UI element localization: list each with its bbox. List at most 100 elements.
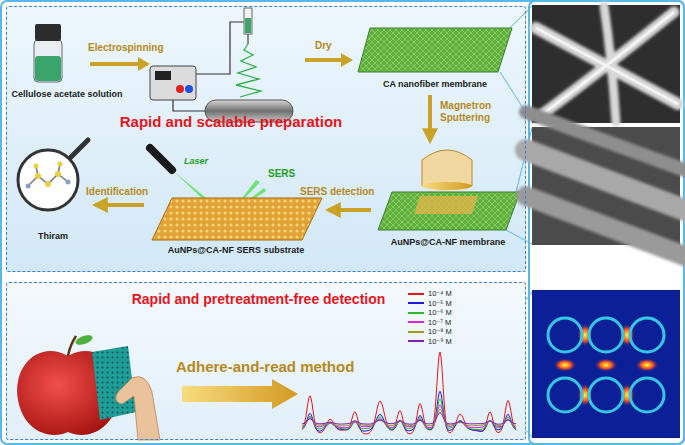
panel-heading: Rapid and pretreatment-free detection [109, 291, 408, 307]
apple-with-hand-part [68, 336, 76, 356]
sputtering-target-part [378, 192, 520, 230]
process-arrow [328, 208, 371, 212]
solution-bottle: Cellulose acetate solution [3, 21, 131, 107]
legend-text: 10⁻⁶ M [428, 309, 452, 317]
ca-membrane-part [358, 28, 512, 72]
item-caption: CA nanofiber membrane [353, 79, 517, 89]
electrospinning-setup-part [247, 34, 248, 44]
field-simulation-part [532, 290, 680, 438]
legend-swatch [408, 312, 424, 314]
method-label: Adhere-and-read method [176, 358, 354, 375]
legend: 10⁻⁴ M10⁻⁵ M10⁻⁶ M 10⁻⁷ M10⁻⁸ M 10⁻⁹ M [408, 289, 452, 346]
bottle-part [35, 56, 61, 81]
legend-row: 10⁻⁵ M [408, 299, 452, 309]
sers-substrate-part [152, 198, 322, 240]
magnifier-part [66, 180, 71, 185]
apple-with-hand [17, 333, 160, 440]
electrospinning-setup-part [155, 71, 171, 80]
legend-row: 10⁻⁷ M [408, 318, 452, 328]
magnifier-part [35, 173, 41, 179]
beam-label: Laser [184, 156, 208, 166]
legend-text: 10⁻⁵ M [428, 300, 452, 308]
magnifier-part [58, 162, 63, 167]
apple-with-hand-part [74, 333, 94, 347]
sers-substrate [152, 198, 322, 240]
sem-image-part [540, 12, 674, 116]
membrane-item: AuNPs@CA-NF membrane [371, 141, 525, 251]
process-arrow-part [305, 58, 341, 62]
section-panel: Rapid and scalable preparation Cellulose … [6, 6, 526, 272]
field-simulation-part [548, 318, 582, 352]
item-caption: Thiram [11, 231, 95, 241]
electrospinning-setup-part [236, 44, 261, 97]
magnifier-part [18, 150, 78, 210]
magnifier-part [34, 164, 39, 169]
legend-swatch [408, 340, 424, 342]
field-simulation-part [589, 318, 623, 352]
sem-image-part [532, 5, 680, 123]
legend-row: 10⁻⁸ M [408, 327, 452, 337]
magnifier-part [26, 184, 31, 189]
legend-swatch [408, 293, 424, 295]
item-caption: Cellulose acetate solution [3, 89, 131, 99]
legend-swatch [408, 331, 424, 333]
magnifier-part [55, 171, 61, 177]
field-simulation-part [635, 358, 659, 372]
electrospinning-setup-part [244, 8, 252, 34]
process-arrow [428, 95, 432, 141]
electrospinning-setup-part [176, 85, 184, 93]
magnifier [18, 140, 88, 210]
field-simulation-part [594, 358, 618, 372]
legend-text: 10⁻⁷ M [428, 319, 451, 327]
sem-image-part [526, 112, 685, 172]
legend-text: 10⁻⁸ M [428, 328, 452, 336]
item-caption: AuNPs@CA-NF membrane [371, 237, 525, 247]
legend-row: 10⁻⁴ M [408, 289, 452, 299]
process-arrow-part [90, 62, 138, 66]
bottle-part [34, 40, 62, 82]
legend-row: 10⁻⁶ M [408, 308, 452, 318]
panel-heading: Rapid and scalable preparation [99, 113, 363, 130]
panel-grounds [6, 6, 526, 440]
electrospinning-setup-part [173, 100, 205, 111]
magnifier-part [28, 164, 68, 186]
magnifier-part [69, 140, 88, 159]
process-arrow [95, 203, 144, 207]
edge-label: SERS detection [300, 186, 374, 198]
sem-image [526, 112, 685, 258]
sem-image-part [532, 127, 680, 245]
ca-membrane [358, 28, 512, 72]
big-arrow [182, 379, 298, 409]
field-simulation-part [548, 318, 664, 412]
sem-image [532, 5, 680, 123]
spectrum-line [302, 405, 516, 428]
process-arrow-part [138, 57, 150, 71]
spectrum-line [302, 413, 516, 425]
field-simulation-part [630, 378, 664, 412]
field-simulation-part [548, 378, 582, 412]
edge-label: Magnetron Sputtering [440, 100, 506, 123]
edge-label: Identification [86, 186, 148, 198]
legend-text: 10⁻⁹ M [428, 338, 452, 346]
big-arrow-part [182, 379, 298, 409]
sem-image-part [536, 12, 678, 116]
spectrum-line [302, 409, 516, 426]
electrospinning-setup [150, 8, 293, 122]
zoom-leader-lines-part [506, 230, 532, 244]
sem-image-part [536, 6, 678, 122]
spectrum-line [302, 399, 516, 430]
sputtering-target [378, 150, 520, 230]
step-label: Dry [315, 40, 332, 52]
sputtering-target-part [422, 182, 472, 190]
legend-row: 10⁻⁹ M [408, 337, 452, 347]
step-label: Electrospinning [88, 42, 164, 54]
magnifier-part [45, 181, 51, 187]
field-simulation-part [553, 358, 577, 372]
sputtering-target-part [422, 150, 472, 186]
panel-grounds-part [6, 6, 526, 272]
field-simulation-part [553, 323, 659, 407]
bottle [34, 24, 62, 82]
zoom-leader-lines-part [526, 430, 532, 437]
